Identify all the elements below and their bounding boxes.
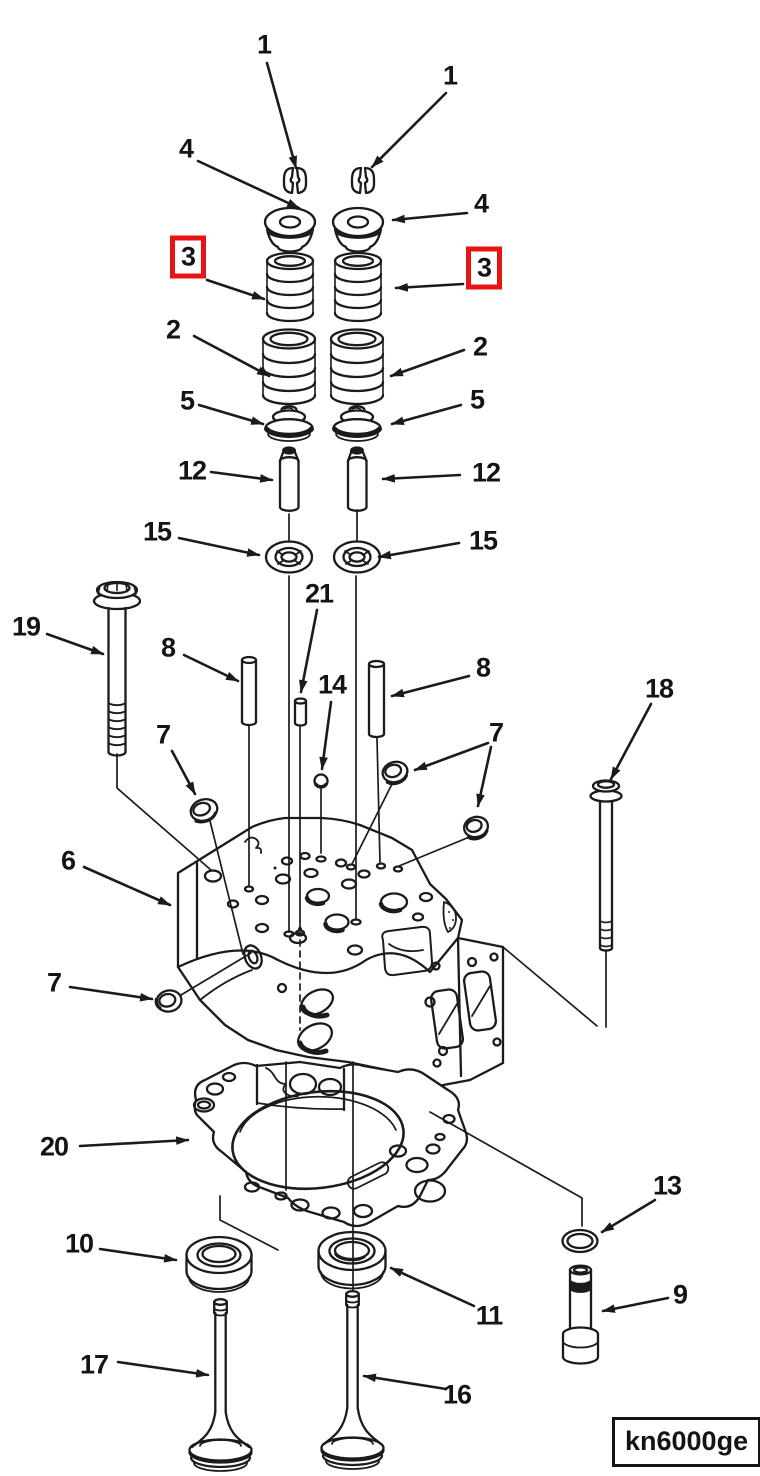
callout-12-right: 12 xyxy=(471,457,501,488)
callout-6: 6 xyxy=(60,845,76,876)
callout-13: 13 xyxy=(652,1170,682,1201)
callout-4-right: 4 xyxy=(473,188,489,219)
check-ball xyxy=(313,773,329,789)
callout-2-right: 2 xyxy=(472,331,488,362)
callout-9: 9 xyxy=(672,1279,688,1310)
dowel-pin xyxy=(293,697,308,727)
callout-1-right: 1 xyxy=(442,60,458,91)
callout-20: 20 xyxy=(39,1131,69,1162)
callout-7-lower-left: 7 xyxy=(46,967,62,998)
push-tube-right xyxy=(367,659,386,739)
callout-2-left: 2 xyxy=(165,314,181,345)
valve-left xyxy=(188,1298,253,1472)
cylinder-head xyxy=(176,816,505,1088)
callout-5-left: 5 xyxy=(179,385,195,416)
callout-15-left: 15 xyxy=(142,516,172,547)
callout-5-right: 5 xyxy=(469,384,485,415)
callout-4-left: 4 xyxy=(178,133,194,164)
callout-8-right: 8 xyxy=(475,652,491,683)
callout-15-right: 15 xyxy=(468,525,498,556)
head-bolt-long xyxy=(92,580,142,757)
injector-sleeve xyxy=(561,1264,600,1365)
callout-16: 16 xyxy=(442,1379,472,1410)
leader-lines xyxy=(116,509,607,1291)
cup-plug-upper-left xyxy=(189,798,219,824)
callout-7-right: 7 xyxy=(488,717,504,748)
callout-19: 19 xyxy=(11,611,41,642)
callout-3-right-highlighted: 3 xyxy=(465,246,503,290)
callout-12-left: 12 xyxy=(177,455,207,486)
head-bolt-short xyxy=(589,779,623,952)
head-gasket xyxy=(192,1060,469,1228)
cup-plug-lower-left xyxy=(154,989,183,1013)
seal-ring-left xyxy=(185,1235,253,1293)
callout-8-left: 8 xyxy=(160,632,176,663)
valve-stack-left xyxy=(261,166,317,574)
callout-18: 18 xyxy=(644,673,674,704)
callout-21: 21 xyxy=(304,578,334,609)
callout-17: 17 xyxy=(79,1349,109,1380)
callout-10: 10 xyxy=(64,1228,94,1259)
callout-arrows xyxy=(45,61,670,1391)
push-tube-left xyxy=(240,655,258,727)
cup-plug-right-a xyxy=(381,760,409,786)
figure-code-badge: kn6000ge xyxy=(612,1417,760,1467)
callout-7-upper-left: 7 xyxy=(155,719,171,750)
o-ring xyxy=(561,1228,599,1254)
callout-3-left-highlighted: 3 xyxy=(169,235,207,279)
seal-ring-right xyxy=(317,1230,387,1290)
valve-right xyxy=(320,1290,385,1470)
callout-1-left: 1 xyxy=(256,29,272,60)
callout-11: 11 xyxy=(475,1300,504,1331)
cup-plug-right-b xyxy=(462,815,490,841)
callout-14: 14 xyxy=(317,669,347,700)
